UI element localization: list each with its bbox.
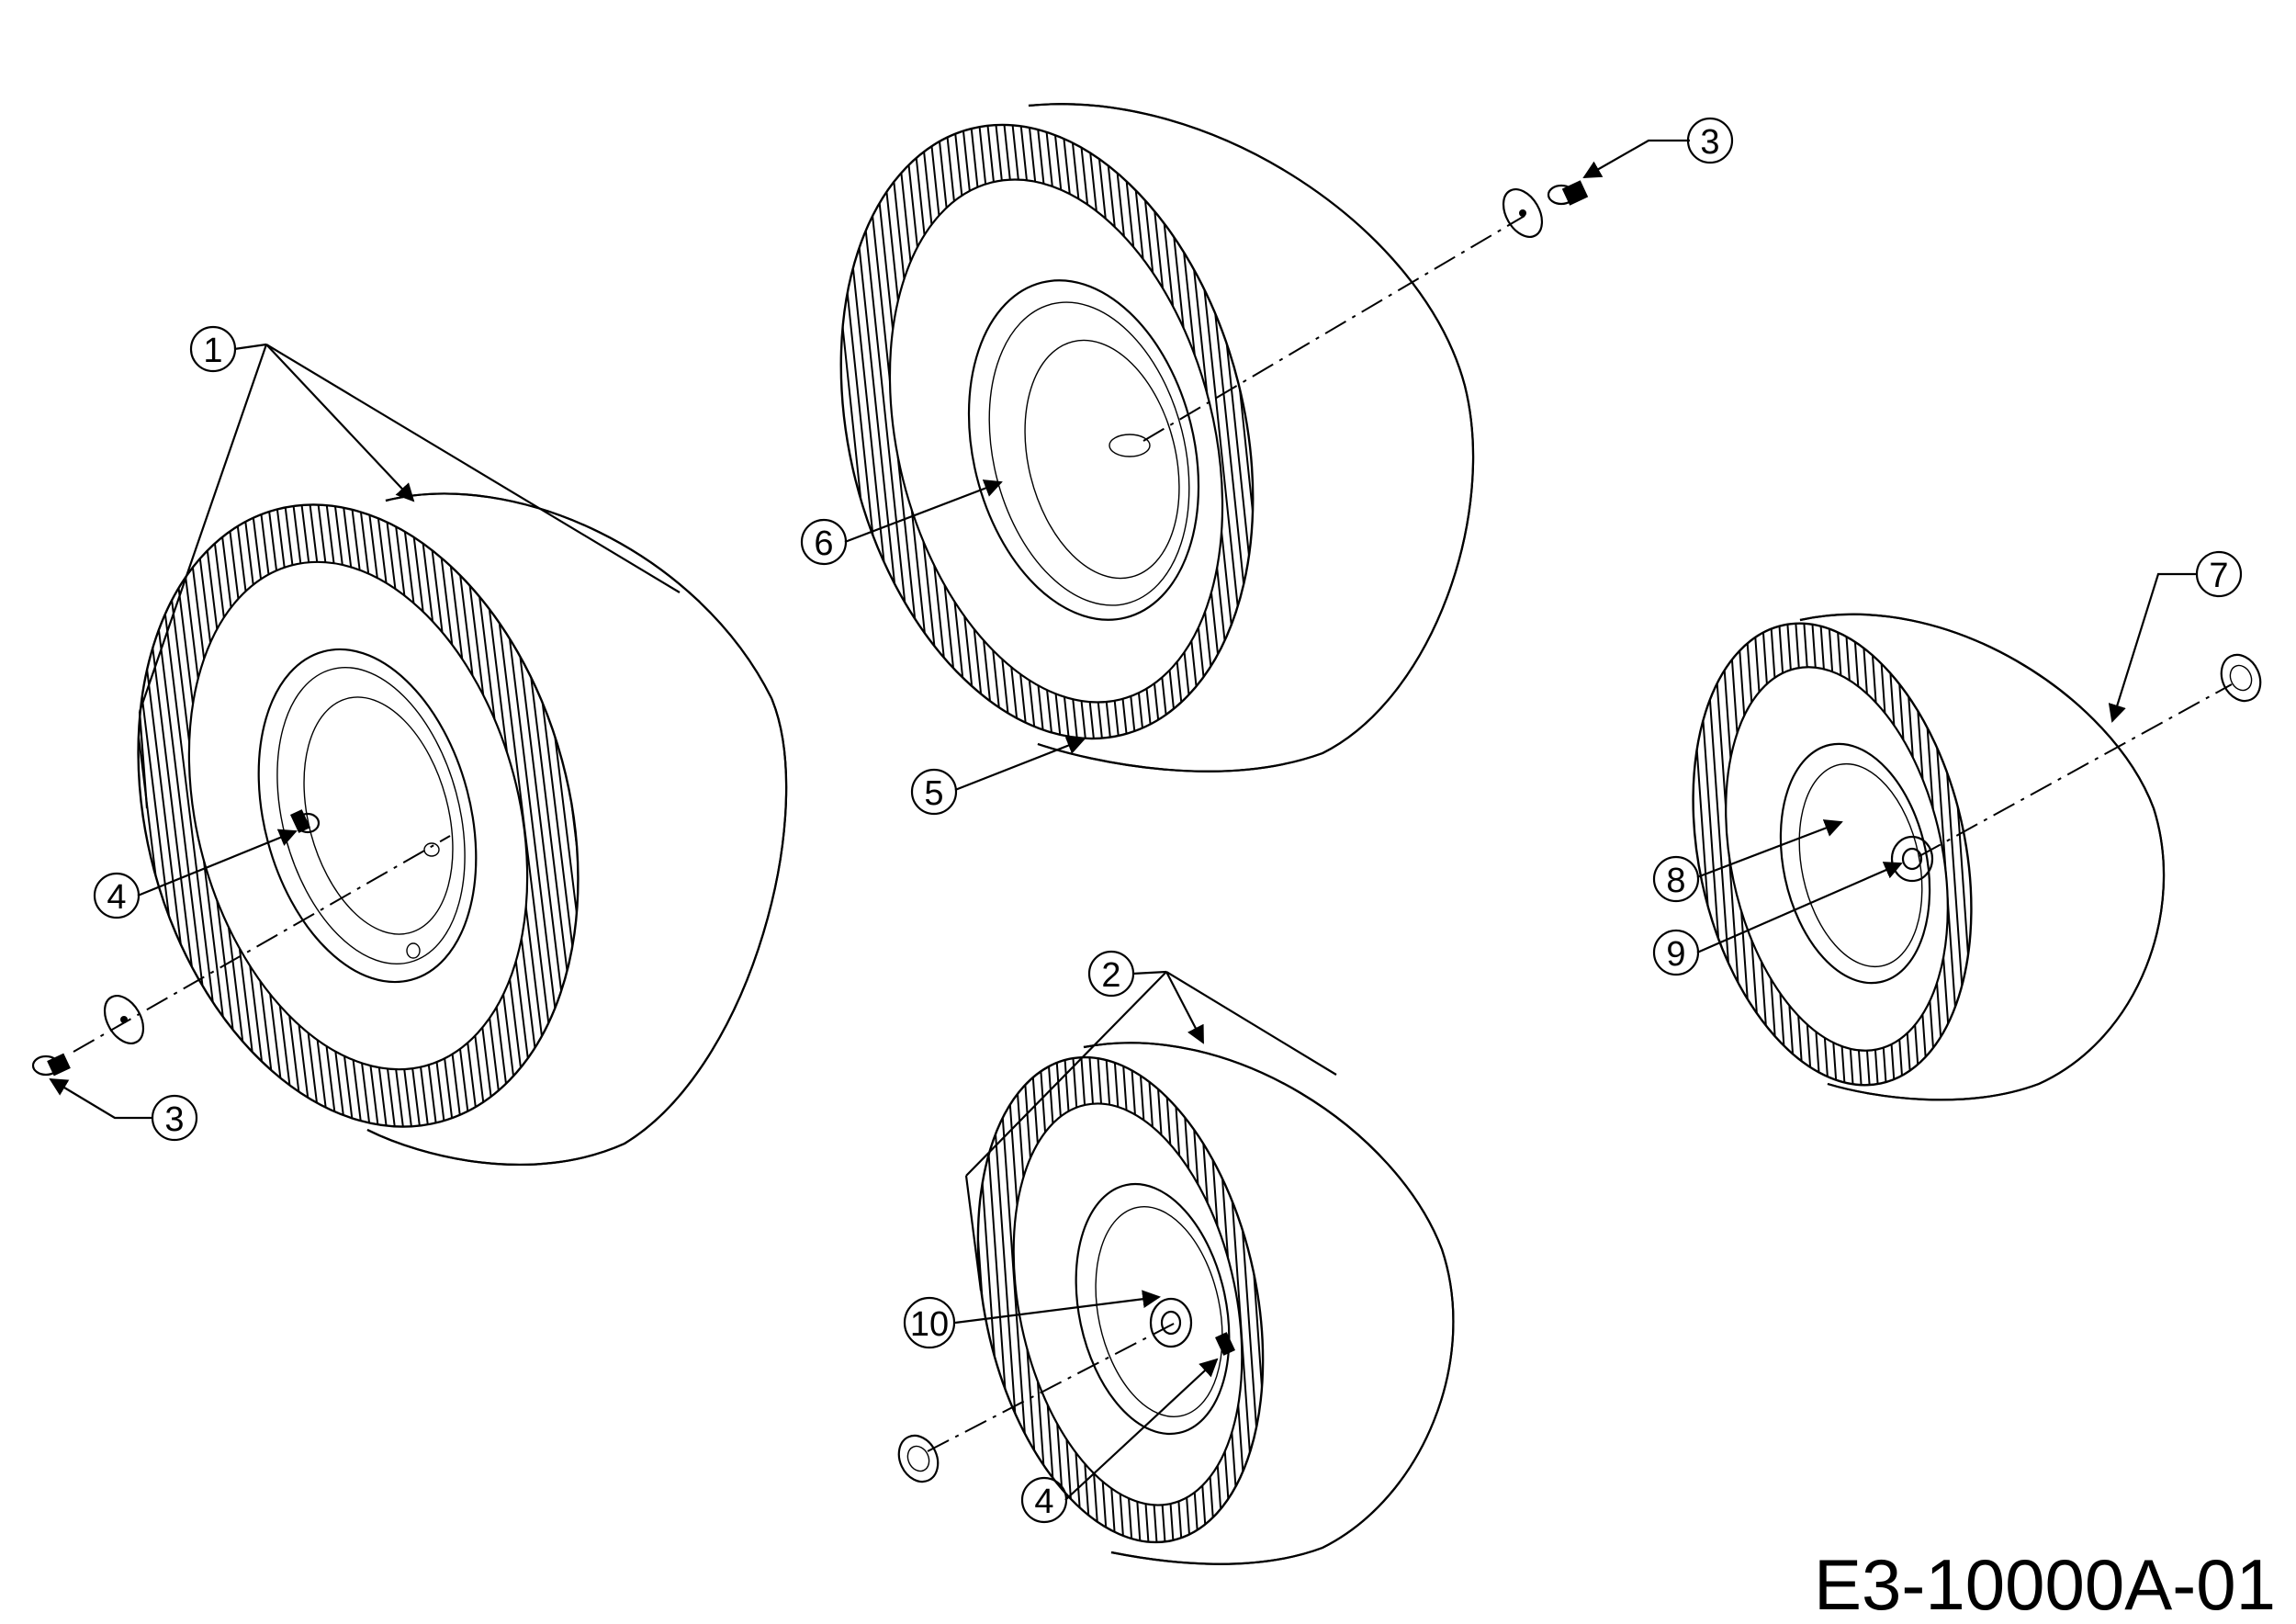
svg-text:2: 2 bbox=[1101, 956, 1120, 995]
svg-text:1: 1 bbox=[203, 332, 222, 370]
callout-6: 6 bbox=[800, 518, 848, 566]
front-wheel-right bbox=[1692, 613, 2166, 1101]
callout-2: 2 bbox=[1087, 950, 1135, 998]
svg-text:8: 8 bbox=[1666, 862, 1685, 900]
front-wheel-left bbox=[976, 1042, 1455, 1565]
callout-1: 1 bbox=[189, 325, 237, 373]
callout-5: 5 bbox=[910, 768, 958, 816]
bolt-left bbox=[31, 1053, 71, 1077]
svg-text:3: 3 bbox=[1700, 123, 1719, 162]
callout-4-bottom: 4 bbox=[1020, 1476, 1068, 1524]
rear-wheel-right bbox=[839, 103, 1475, 773]
svg-text:10: 10 bbox=[910, 1305, 949, 1344]
callout-9: 9 bbox=[1652, 929, 1700, 976]
washer-top bbox=[1502, 188, 1544, 238]
leader-lines bbox=[49, 139, 2198, 1501]
svg-text:6: 6 bbox=[814, 524, 833, 563]
hubcap-bottom bbox=[897, 1434, 940, 1483]
rear-wheel-left bbox=[137, 492, 788, 1166]
callout-4-left: 4 bbox=[93, 872, 141, 919]
callout-3-left: 3 bbox=[151, 1094, 198, 1142]
svg-text:4: 4 bbox=[1034, 1483, 1053, 1521]
callout-8: 8 bbox=[1652, 855, 1700, 903]
drawing-code: E3-10000A-01 bbox=[1814, 1544, 2276, 1624]
svg-text:4: 4 bbox=[107, 878, 126, 917]
svg-text:7: 7 bbox=[2209, 557, 2228, 595]
svg-text:5: 5 bbox=[924, 774, 943, 813]
bolt-top bbox=[1547, 180, 1589, 206]
svg-text:9: 9 bbox=[1666, 935, 1685, 974]
callout-7: 7 bbox=[2195, 550, 2243, 598]
svg-text:3: 3 bbox=[164, 1100, 184, 1139]
hubcap-right bbox=[2220, 653, 2262, 703]
washer-left bbox=[103, 995, 145, 1044]
callout-10: 10 bbox=[903, 1296, 956, 1349]
callout-3-top: 3 bbox=[1686, 117, 1734, 164]
